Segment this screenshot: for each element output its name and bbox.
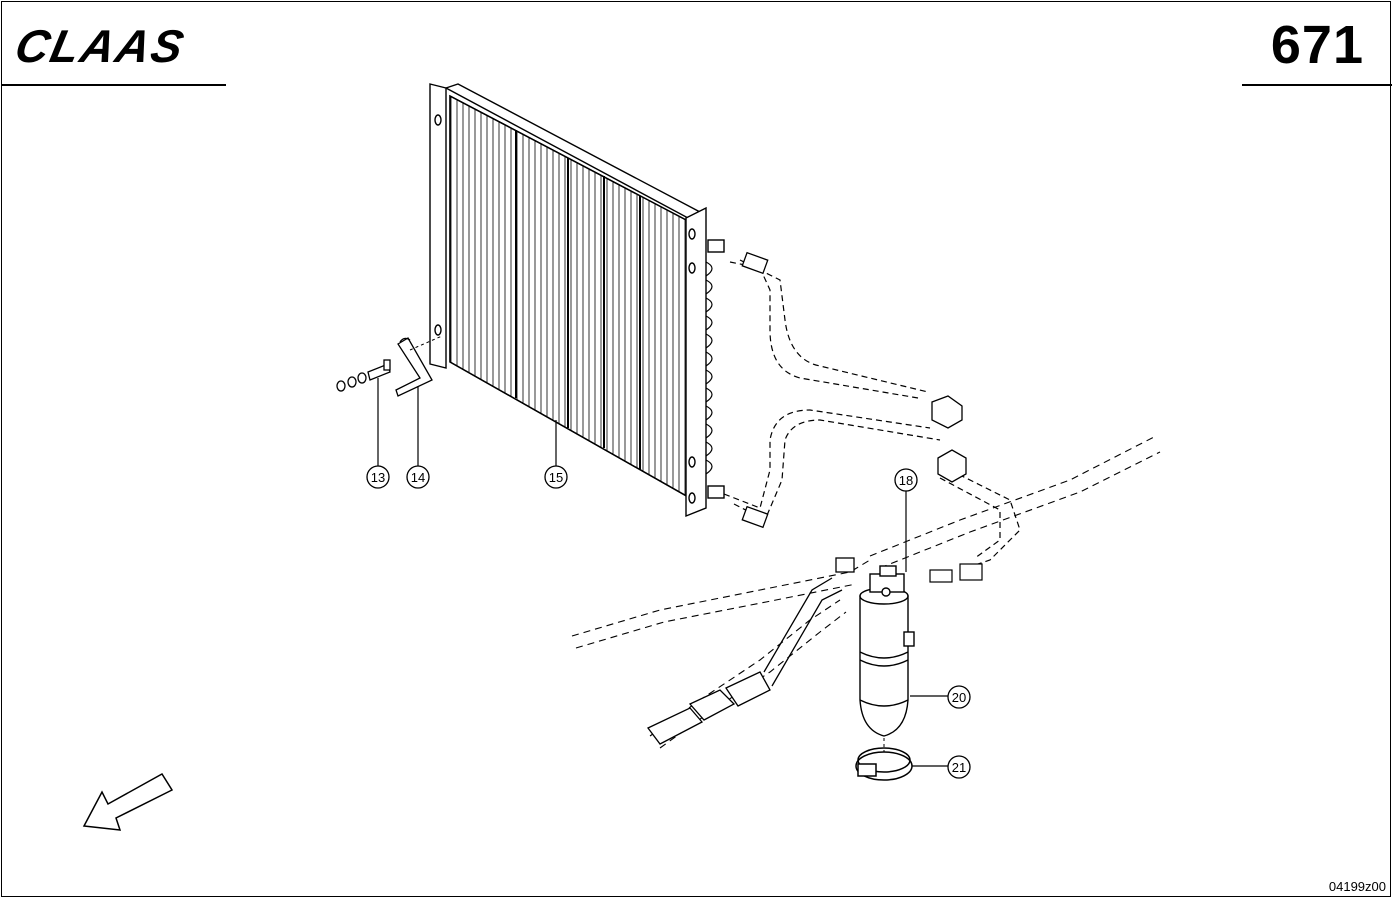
callout-21: 21 (952, 760, 966, 775)
callout-15: 15 (549, 470, 563, 485)
callout-18: 18 (899, 473, 913, 488)
callout-13: 13 (371, 470, 385, 485)
leader-lines (377, 378, 948, 767)
flexible-hose (647, 557, 855, 745)
direction-arrow-icon (82, 772, 174, 831)
callout-15-circle (544, 465, 568, 489)
logo-underline (1, 84, 226, 86)
callout-circles (366, 465, 971, 779)
callout-13-circle (366, 465, 390, 489)
callout-21-circle (947, 755, 971, 779)
receiver-drier (859, 565, 915, 737)
bolt-and-nuts (336, 359, 391, 392)
callout-20-circle (947, 685, 971, 709)
condenser-hoses (723, 259, 1021, 571)
mounting-bracket (395, 337, 433, 397)
drier-fitting-right (929, 563, 983, 583)
page-number: 671 (1270, 15, 1364, 75)
condenser (429, 83, 725, 518)
callout-14-circle (406, 465, 430, 489)
callout-20: 20 (952, 690, 966, 705)
brand-logo-text: CLAAS (11, 20, 190, 71)
callout-18-circle (894, 468, 918, 492)
page-number-underline (1242, 84, 1392, 86)
hose-clamp (855, 747, 913, 781)
callout-14: 14 (411, 470, 425, 485)
drawing-code: 04199z00 (1328, 879, 1386, 894)
claas-logo: CLAAS (11, 20, 190, 71)
hose-fittings (741, 251, 967, 529)
